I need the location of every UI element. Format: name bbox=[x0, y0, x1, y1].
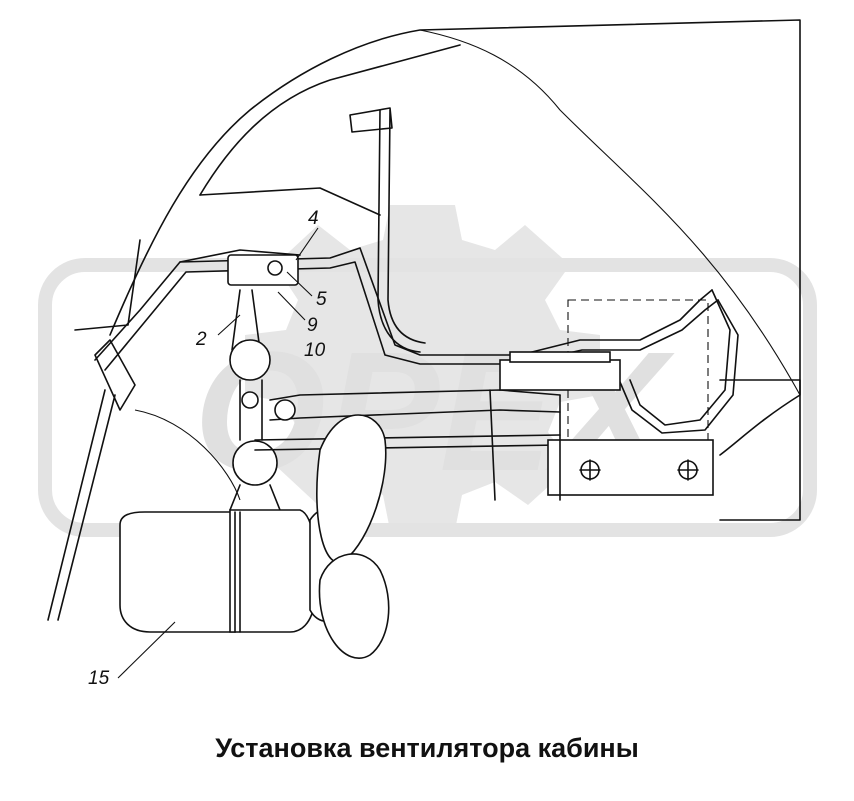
callout-4: 4 bbox=[308, 208, 319, 229]
callout-leader-lines bbox=[117, 227, 319, 679]
right-mount-plate bbox=[489, 299, 801, 521]
callout-2: 2 bbox=[195, 329, 207, 350]
callout-15: 15 bbox=[88, 668, 110, 689]
figure-caption: Установка вентилятора кабины bbox=[215, 733, 639, 763]
callout-5: 5 bbox=[316, 289, 327, 310]
callout-10: 10 bbox=[304, 340, 326, 361]
callout-9: 9 bbox=[307, 315, 318, 336]
windshield-seal bbox=[47, 339, 241, 621]
cab-fan-installation-diagram: OPEX bbox=[38, 19, 817, 689]
cab-panel-section bbox=[94, 107, 739, 434]
cab-roof bbox=[74, 19, 801, 456]
fan-motor bbox=[119, 414, 390, 659]
fan-bracket-assembly bbox=[227, 254, 561, 511]
